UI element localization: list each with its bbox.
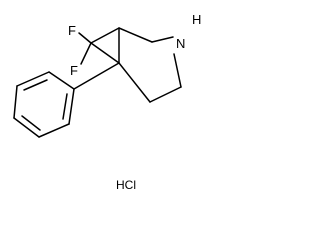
bond-c-f-top: [78, 32, 92, 44]
bond-ph-4: [13, 117, 40, 138]
salt-label: HCl: [116, 178, 136, 192]
bond-c-f-bottom: [80, 42, 92, 65]
bond-cf2-c6: [90, 42, 120, 64]
fluorine-atom-top: F: [68, 23, 76, 38]
bond-n-c4: [173, 53, 182, 88]
bond-c5-c6: [118, 62, 151, 103]
chemical-structure-diagram: F F N H HCl: [13, 12, 202, 192]
bond-ph-double-2: [21, 115, 41, 131]
nitrogen-hydrogen: H: [192, 12, 202, 27]
bond-ph-double-3: [62, 93, 68, 120]
bond-c4-c5: [149, 86, 182, 103]
bond-ph-1: [48, 71, 75, 90]
bond-ph-2: [16, 71, 50, 87]
bond-ph-6: [68, 88, 75, 125]
bond-ph-double-1: [23, 79, 48, 91]
molecule-skeleton: [13, 27, 182, 138]
bond-c1-c2: [118, 27, 153, 43]
bond-ph-3: [13, 85, 18, 119]
fluorine-atom-bottom: F: [70, 63, 78, 78]
nitrogen-atom: N: [176, 36, 186, 51]
bond-c6-phenyl: [73, 62, 120, 90]
bond-ph-5: [38, 123, 70, 138]
bond-cf2-c1: [90, 27, 120, 44]
bond-c2-n: [151, 36, 174, 43]
